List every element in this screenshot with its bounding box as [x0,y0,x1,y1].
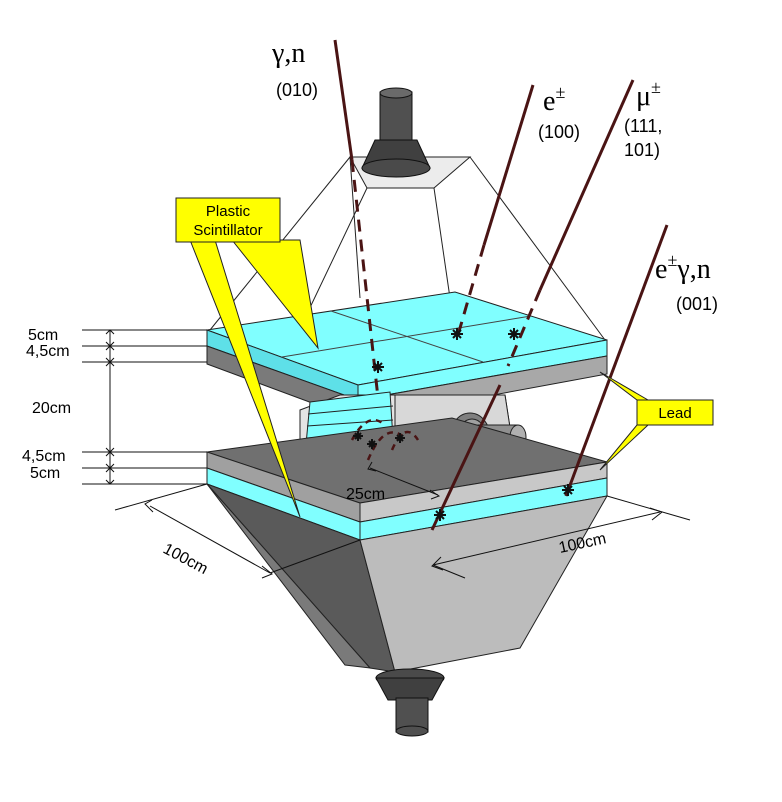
label-electron-base: e [543,86,555,117]
top-pmt [361,87,431,178]
track-muon-dashed [506,289,542,367]
dim-bottom-plastic: 5cm [30,465,60,482]
particle-tracks [333,39,669,531]
hit-star [367,439,377,449]
plastic-scintillator-callout: Plastic Scintillator [175,197,319,518]
label-muon: μ± [636,77,661,112]
lead-callout: Lead [599,371,714,471]
hit-star [395,433,405,443]
plastic-label-line2: Scintillator [193,222,262,239]
hit-star [353,431,363,441]
plastic-label-line1: Plastic [206,203,251,220]
track-muon-lower [430,384,502,531]
hit-star [451,328,463,340]
track-electron-dashed [456,244,486,336]
track-mixed-solid [564,224,669,497]
hit-star [372,361,384,373]
track-muon-solid [538,79,635,291]
label-mixed-sup: ± [667,250,677,270]
label-gamma-n: γ,n [271,38,305,69]
hit-star [434,509,446,521]
label-muon-sup: ± [651,77,661,97]
hit-markers [353,328,574,521]
particle-labels: γ,n (010) e± (100) μ± (111, 101) e±γ,n (… [271,38,718,314]
track-electron-solid [482,84,535,246]
label-mixed-base: e [655,254,667,285]
label-mixed-code: (001) [676,294,718,314]
bottom-pmt [375,668,445,737]
bottom-slab [206,417,608,541]
label-electron: e± [543,82,565,117]
dim-gap: 20cm [32,400,71,417]
label-muon-code-1: (111, [624,116,662,136]
label-muon-code-2: 101) [624,140,660,160]
dim-inner: 25cm [346,486,385,503]
dim-top-lead: 4,5cm [26,343,70,360]
dim-top-plastic: 5cm [28,327,58,344]
track-gamma-n-solid [333,39,354,161]
dim-width-left: 100cm [160,541,210,579]
label-electron-code: (100) [538,122,580,142]
label-muon-base: μ [636,81,651,112]
label-mixed: e±γ,n [655,250,711,285]
hit-star [562,484,574,496]
label-mixed-rest: γ,n [676,254,710,285]
label-electron-sup: ± [555,82,565,102]
bottom-pyramid [206,483,608,673]
hit-star [508,328,520,340]
dim-bottom-lead: 4,5cm [22,448,66,465]
lead-label: Lead [658,405,691,422]
label-gamma-n-code: (010) [276,80,318,100]
dimension-lines [82,329,691,579]
